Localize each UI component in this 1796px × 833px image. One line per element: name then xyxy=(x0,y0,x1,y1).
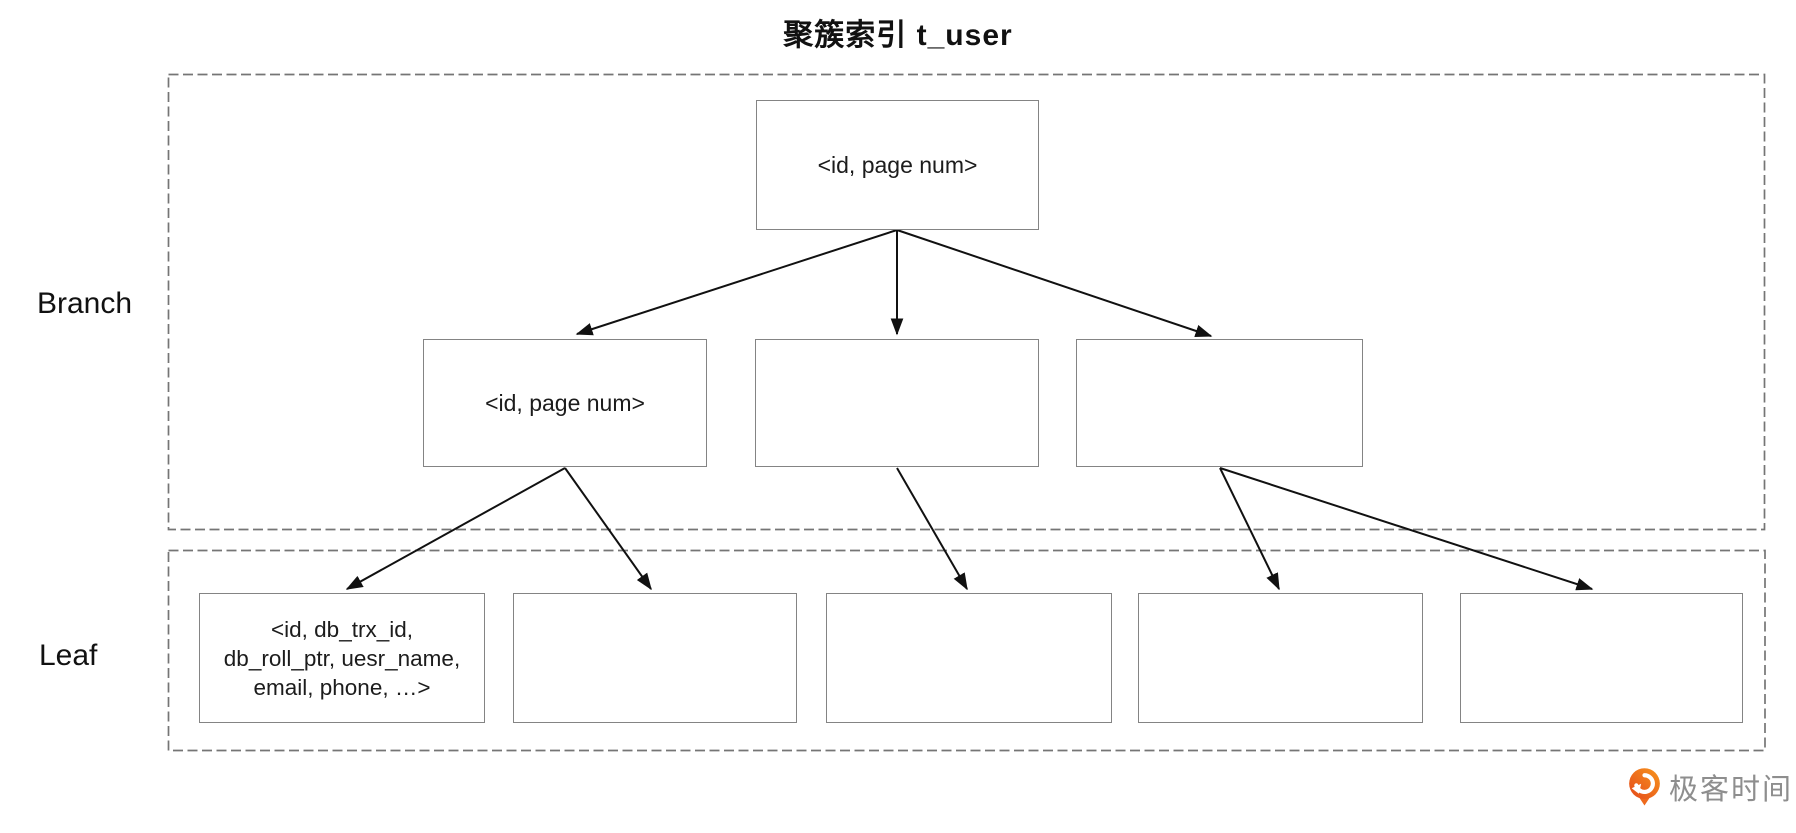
geektime-logo-icon xyxy=(1629,768,1660,806)
diagram-title: 聚簇索引 t_user xyxy=(783,19,1013,52)
edge-branch-3-to-leaf-4 xyxy=(1219,467,1280,591)
branch-node-1: <id, page num> xyxy=(423,339,707,467)
leaf-node-3 xyxy=(826,593,1112,723)
edge-branch-1-to-leaf-2 xyxy=(564,467,652,591)
leaf-section-border xyxy=(167,549,1766,752)
branch-node-2 xyxy=(755,339,1039,467)
geektime-logo-text: 极客时间 xyxy=(1669,774,1794,806)
leaf-section-label: Leaf xyxy=(39,639,98,672)
root-node: <id, page num> xyxy=(756,100,1039,230)
branch-section-border xyxy=(167,73,1766,531)
edge-branch-3-to-leaf-5 xyxy=(1219,467,1594,591)
edge-root-to-branch-1 xyxy=(575,229,898,336)
edge-root-to-branch-3 xyxy=(896,229,1213,338)
leaf-node-5 xyxy=(1460,593,1743,723)
leaf-node-1: <id, db_trx_id, db_roll_ptr, uesr_name, … xyxy=(199,593,485,723)
branch-node-3 xyxy=(1076,339,1363,467)
leaf-node-2 xyxy=(513,593,797,723)
leaf-node-4 xyxy=(1138,593,1423,723)
edge-branch-2-to-leaf-3 xyxy=(896,467,968,591)
branch-section-label: Branch xyxy=(37,287,133,320)
geektime-watermark: 极客时间 xyxy=(1627,766,1793,808)
edge-branch-1-to-leaf-1 xyxy=(345,467,566,590)
